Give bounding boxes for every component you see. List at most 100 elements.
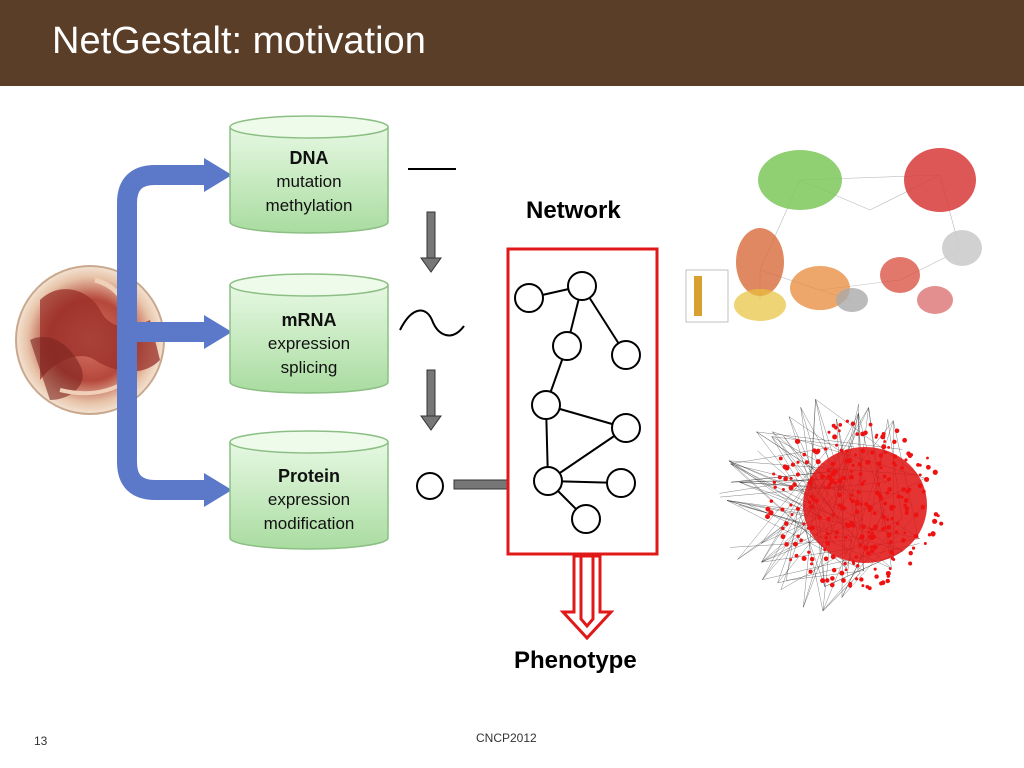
hairball-node <box>848 583 853 588</box>
hairball-node <box>866 551 871 556</box>
hairball-node <box>789 476 793 480</box>
footer-text: CNCP2012 <box>476 731 537 745</box>
hairball-node <box>801 555 807 561</box>
hairball-node <box>858 472 863 476</box>
hairball-node <box>844 568 848 572</box>
hairball-node <box>894 530 899 534</box>
network-node <box>531 390 561 420</box>
hairball-node <box>789 558 793 562</box>
hairball-node <box>917 483 923 489</box>
hairball-node <box>882 474 887 479</box>
hairball-node <box>820 578 826 584</box>
hairball-node <box>841 578 846 583</box>
hairball-node <box>927 533 932 537</box>
gray-down-arrow-1 <box>420 211 442 273</box>
layer-line: expression <box>267 334 351 353</box>
hairball-node <box>825 532 830 536</box>
hairball-node <box>765 514 771 520</box>
hairball-node <box>901 487 906 492</box>
hairball-node <box>834 530 839 535</box>
hairball-node <box>879 466 883 470</box>
hairball-node <box>809 525 814 531</box>
hairball-node <box>826 468 830 472</box>
hairball-node <box>844 535 848 539</box>
hairball-node <box>841 475 847 481</box>
hairball-node <box>826 474 832 480</box>
hairball-node <box>849 469 853 473</box>
cylinder-mrna <box>229 273 389 394</box>
hairball-node <box>825 486 830 490</box>
hairball-node <box>930 531 936 537</box>
hairball-node <box>795 439 801 444</box>
hairball-node <box>807 500 812 504</box>
hairball-node <box>892 505 896 509</box>
arrowhead-dna <box>204 158 232 192</box>
hairball-node <box>811 498 815 502</box>
hairball-node <box>799 538 803 543</box>
hairball-node <box>887 445 891 449</box>
hairball-node <box>875 490 880 496</box>
hairball-node <box>795 472 800 477</box>
network-module-map-image <box>685 130 1006 338</box>
hairball-node <box>894 428 900 434</box>
hairball-node <box>802 452 807 457</box>
arrowhead-protein <box>204 473 232 507</box>
hairball-node <box>905 489 910 494</box>
hairball-node <box>789 503 793 507</box>
hairball-node <box>834 535 838 539</box>
hairball-node <box>874 574 879 579</box>
hairball-node <box>869 545 873 549</box>
hairball-node <box>867 586 872 591</box>
hairball-node <box>814 498 819 504</box>
hairball-node <box>772 480 777 484</box>
network-node <box>552 331 582 361</box>
hairball-node <box>859 535 864 540</box>
hairball-node <box>883 526 886 530</box>
hairball-node <box>832 512 836 516</box>
hairball-node <box>817 515 822 520</box>
hairball-node <box>824 536 829 540</box>
hairball-edge <box>761 486 806 563</box>
hairball-node <box>837 492 843 498</box>
hairball-node <box>855 501 860 506</box>
hairball-node <box>784 521 789 526</box>
hairball-node <box>829 582 835 588</box>
hairball-node <box>923 541 927 545</box>
hairball-node <box>820 474 825 480</box>
hairball-node <box>920 504 926 510</box>
network-node <box>611 340 641 370</box>
layer-line: mutation <box>276 172 342 191</box>
network-node <box>533 466 563 496</box>
hairball-node <box>823 547 827 552</box>
hairball-node <box>807 550 811 554</box>
hairball-node <box>889 504 895 510</box>
phenotype-arrow <box>559 554 615 641</box>
hairball-edge <box>780 522 805 590</box>
mrna-symbol-wave <box>399 309 465 337</box>
hairball-node <box>873 567 877 571</box>
hairball-node <box>872 544 878 550</box>
hairball-edge <box>788 416 817 478</box>
hairball-node <box>867 505 873 511</box>
hairball-node <box>921 489 926 494</box>
hairball-node <box>837 478 843 484</box>
hairball-node <box>832 468 838 474</box>
hairball-node <box>890 516 895 520</box>
hairball-node <box>900 495 904 499</box>
hairball-node <box>851 463 855 467</box>
hairball-node <box>815 459 821 465</box>
layer-line: methylation <box>265 196 353 215</box>
hairball-node <box>773 485 777 489</box>
hairball-node <box>843 507 847 510</box>
hairball-node <box>825 578 830 583</box>
hairball-node <box>796 460 800 464</box>
hairball-node <box>850 498 855 503</box>
title-bar <box>0 0 1024 86</box>
hairball-node <box>868 534 873 540</box>
hairball-node <box>908 550 913 556</box>
hairball-node <box>808 569 813 574</box>
hairball-edge <box>737 447 830 560</box>
hairball-node <box>925 464 931 470</box>
hairball-edge <box>800 407 812 481</box>
hairball-node <box>778 456 783 461</box>
